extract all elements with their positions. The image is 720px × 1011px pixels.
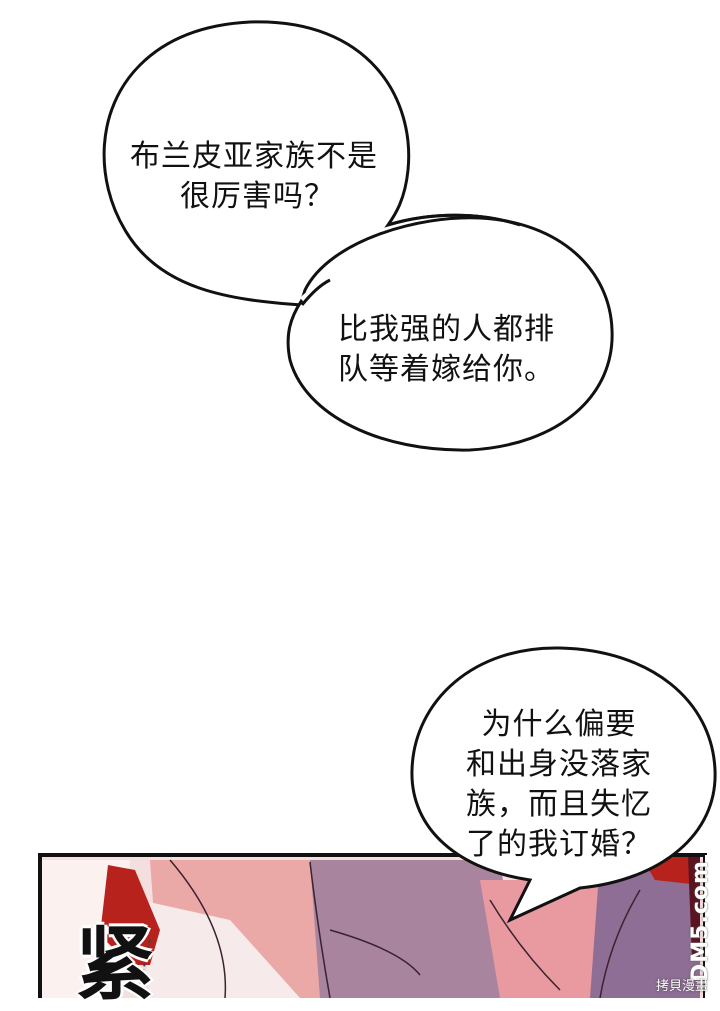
watermark-vertical: DM5.com <box>688 860 713 982</box>
bubble-3-line-3: 族，而且失忆 <box>466 787 652 822</box>
bubble-2-line-1: 比我强的人都排 <box>338 312 555 347</box>
bubble-1-text: 布兰皮亚家族不是 很厉害吗？ <box>130 137 378 217</box>
bubble-2-text: 比我强的人都排 队等着嫁给你。 <box>338 310 555 390</box>
sound-effect-text: 紧 <box>75 918 155 1011</box>
bubble-2-line-2: 队等着嫁给你。 <box>338 352 555 387</box>
bubble-1-line-2: 很厉害吗？ <box>180 179 335 214</box>
bubble-3-line-1: 为什么偏要 <box>481 707 637 742</box>
bubble-2-shape <box>286 216 614 452</box>
watermark-corner: 拷貝漫畫 <box>656 979 709 994</box>
bubble-3-line-4: 了的我订婚？ <box>466 827 652 862</box>
bubble-3-line-2: 和出身没落家 <box>466 747 652 782</box>
bubble-3-shape <box>410 646 717 924</box>
bubble-1-line-1: 布兰皮亚家族不是 <box>130 139 378 174</box>
bubble-3-text: 为什么偏要 和出身没落家 族，而且失忆 了的我订婚？ <box>466 705 652 865</box>
